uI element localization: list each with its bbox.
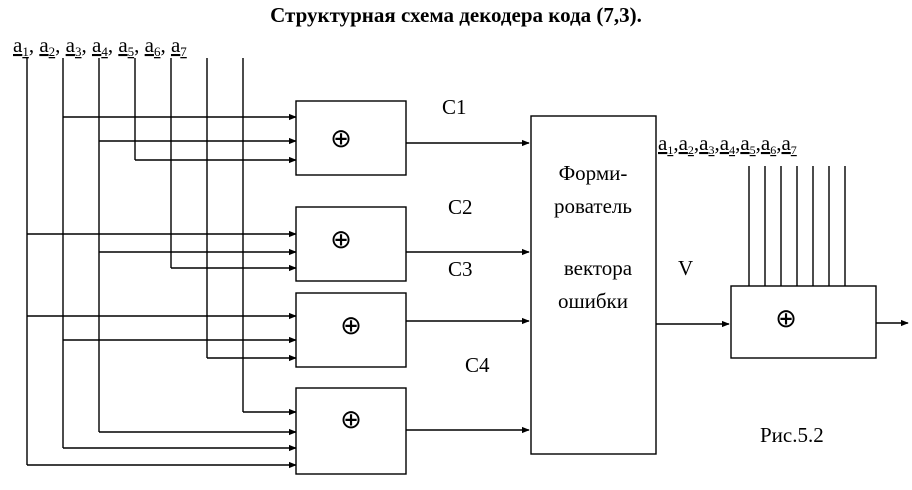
output-label-separator: ,: [756, 131, 761, 155]
former-label-line1: Форми-: [559, 161, 628, 185]
output-label-7: a: [781, 131, 791, 155]
output-label-subscript: 5: [750, 143, 756, 157]
input-label-5: a: [118, 33, 128, 57]
xor-symbol: ⊕: [330, 124, 352, 154]
xor-block-1: ⊕: [295, 100, 407, 176]
input-label-1: a: [13, 33, 23, 57]
input-arrows: [27, 113, 297, 469]
xor-block-4: ⊕: [295, 387, 407, 475]
input-labels: a1, a2, a3, a4, a5, a6, a7: [13, 33, 187, 59]
output-label-separator: ,: [776, 131, 781, 155]
output-label-subscript: 6: [770, 143, 776, 157]
output-label-text: a1,a2,a3,a4,a5,a6,a7: [658, 131, 797, 157]
xor-block-3: ⊕: [295, 292, 407, 368]
output-label-separator: ,: [673, 131, 678, 155]
input-label-subscript: 1: [22, 44, 29, 59]
former-label-line2: рователь: [554, 194, 632, 218]
input-label-subscript: 7: [180, 44, 187, 59]
input-label-7: a: [171, 33, 181, 57]
input-label-6: a: [145, 33, 155, 57]
output-label-separator: ,: [694, 131, 699, 155]
input-label-subscript: 2: [49, 44, 56, 59]
v-label: V: [678, 256, 693, 280]
xor-symbol: ⊕: [775, 304, 797, 334]
input-label-separator: ,: [55, 33, 66, 57]
output-label-2: a: [679, 131, 689, 155]
input-lines: [26, 58, 244, 465]
input-label-subscript: 5: [128, 44, 135, 59]
output-label-3: a: [699, 131, 709, 155]
syndrome-label-c3: C3: [448, 257, 473, 281]
xor-block-2: ⊕: [295, 206, 407, 282]
input-label-subscript: 6: [154, 44, 161, 59]
input-label-separator: ,: [29, 33, 40, 57]
input-label-4: a: [92, 33, 102, 57]
input-label-text: a1, a2, a3, a4, a5, a6, a7: [13, 33, 187, 59]
input-label-separator: ,: [160, 33, 171, 57]
input-label-3: a: [66, 33, 76, 57]
output-xor-block: ⊕: [730, 285, 877, 359]
error-vector-former: Форми- рователь вектора ошибки: [530, 115, 657, 455]
output-label-subscript: 1: [667, 143, 673, 157]
output-label-subscript: 7: [791, 143, 797, 157]
figure-caption: Рис.5.2: [760, 423, 824, 447]
syndrome-arrows: [406, 139, 530, 434]
output-label-subscript: 2: [688, 143, 694, 157]
output-label-4: a: [720, 131, 730, 155]
input-label-separator: ,: [108, 33, 119, 57]
syndrome-label-c2: C2: [448, 195, 473, 219]
input-label-separator: ,: [134, 33, 145, 57]
syndrome-label-c1: C1: [442, 95, 467, 119]
input-label-subscript: 3: [75, 44, 82, 59]
output-label-subscript: 4: [729, 143, 735, 157]
output-label-1: a: [658, 131, 668, 155]
output-label-separator: ,: [735, 131, 740, 155]
diagram-title: Структурная схема декодера кода (7,3).: [270, 3, 642, 27]
xor-symbol: ⊕: [340, 405, 362, 435]
input-label-2: a: [39, 33, 49, 57]
output-label-5: a: [740, 131, 750, 155]
output-labels: a1,a2,a3,a4,a5,a6,a7: [658, 131, 797, 157]
syndrome-label-c4: C4: [465, 353, 490, 377]
former-label-line4: ошибки: [558, 289, 628, 313]
xor-symbol: ⊕: [330, 225, 352, 255]
output-label-separator: ,: [714, 131, 719, 155]
xor-symbol: ⊕: [340, 311, 362, 341]
former-label-line3: вектора: [564, 256, 633, 280]
output-label-subscript: 3: [708, 143, 714, 157]
input-label-subscript: 4: [101, 44, 108, 59]
input-label-separator: ,: [81, 33, 92, 57]
output-input-lines: [748, 166, 846, 286]
output-label-6: a: [761, 131, 771, 155]
